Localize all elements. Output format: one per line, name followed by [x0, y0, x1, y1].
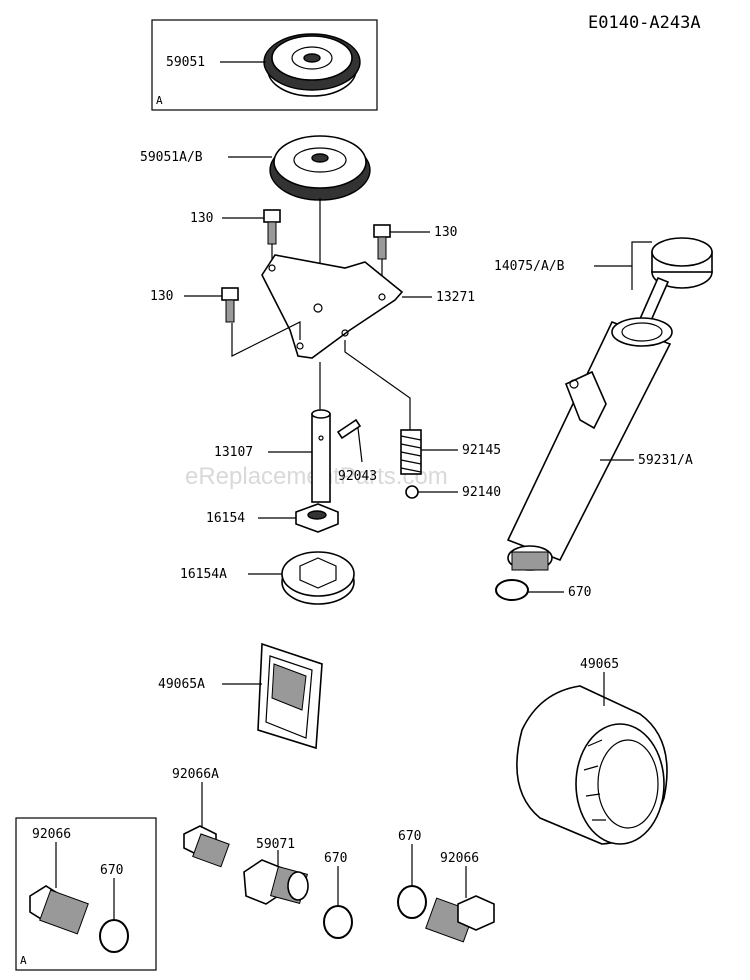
- label-spring: 92145: [462, 443, 501, 458]
- fitting-drawing[interactable]: [243, 859, 309, 905]
- oring-right-drawing[interactable]: [397, 885, 427, 919]
- label-oring-mid: 670: [324, 851, 347, 866]
- label-plug-inset: 92066: [32, 827, 71, 842]
- oil-filter-drawing[interactable]: [516, 685, 668, 845]
- inset-letter-top: A: [156, 94, 163, 107]
- rotor-outer-drawing[interactable]: [281, 551, 355, 605]
- label-tube: 59231/A: [638, 453, 693, 468]
- label-bolt-left-upper: 130: [190, 211, 213, 226]
- label-pin: 92043: [338, 469, 377, 484]
- label-plug-a: 92066A: [172, 767, 219, 782]
- diagram-code: E0140-A243A: [588, 13, 701, 33]
- shaft-drawing[interactable]: [311, 409, 331, 503]
- label-gear-inset: 59051: [166, 55, 205, 70]
- label-tube-oring: 670: [568, 585, 591, 600]
- spring-drawing[interactable]: [400, 429, 422, 475]
- label-cover-plate: 13271: [436, 290, 475, 305]
- plug-a-drawing[interactable]: [183, 825, 230, 868]
- plug-right-drawing[interactable]: [425, 895, 495, 943]
- strainer-drawing[interactable]: [257, 642, 323, 750]
- inset-box-bottom: A: [15, 817, 157, 971]
- label-strainer: 49065A: [158, 677, 205, 692]
- oring-mid-drawing[interactable]: [323, 905, 353, 939]
- label-gear: 59051A/B: [140, 150, 203, 165]
- bolt-left-upper[interactable]: [263, 209, 281, 245]
- oring-inset-drawing[interactable]: [99, 919, 129, 953]
- label-fitting: 59071: [256, 837, 295, 852]
- dipstick-drawing[interactable]: [634, 237, 713, 334]
- gear-inset-drawing[interactable]: [263, 33, 361, 97]
- label-oring-inset: 670: [100, 863, 123, 878]
- label-bolt-left-lower: 130: [150, 289, 173, 304]
- label-rotor-inner: 16154: [206, 511, 245, 526]
- label-oil-filter: 49065: [580, 657, 619, 672]
- label-oring-right: 670: [398, 829, 421, 844]
- label-shaft: 13107: [214, 445, 253, 460]
- tube-oring-drawing[interactable]: [495, 579, 529, 601]
- label-plug-right: 92066: [440, 851, 479, 866]
- label-dipstick: 14075/A/B: [494, 259, 565, 274]
- bolt-right[interactable]: [373, 224, 391, 260]
- inset-box-top: A: [151, 19, 378, 111]
- cover-plate-drawing[interactable]: [261, 254, 404, 359]
- label-bolt-right: 130: [434, 225, 457, 240]
- plug-inset-drawing[interactable]: [29, 885, 89, 935]
- inset-letter-bottom: A: [20, 954, 27, 967]
- bolt-left-lower[interactable]: [221, 287, 239, 323]
- label-rotor-outer: 16154A: [180, 567, 227, 582]
- ball-drawing[interactable]: [405, 485, 419, 499]
- label-ball: 92140: [462, 485, 501, 500]
- gear-drawing[interactable]: [269, 135, 371, 201]
- rotor-inner-drawing[interactable]: [295, 503, 339, 533]
- pin-drawing[interactable]: [336, 418, 362, 440]
- tube-drawing[interactable]: [506, 317, 673, 571]
